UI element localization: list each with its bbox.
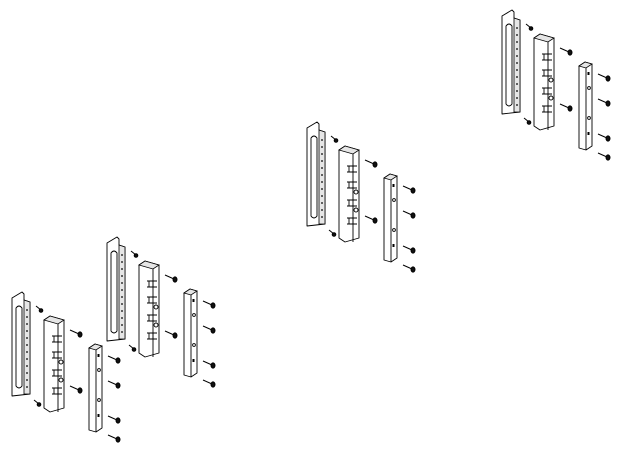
spacer-block bbox=[43, 315, 65, 413]
screw bbox=[525, 23, 534, 31]
screw bbox=[164, 274, 178, 283]
screw bbox=[128, 344, 137, 352]
screw bbox=[107, 434, 121, 443]
spacer-block bbox=[533, 33, 555, 131]
bracket-kit bbox=[501, 9, 611, 161]
screw bbox=[559, 47, 573, 56]
spacer-block bbox=[138, 260, 160, 358]
mounting-strip bbox=[383, 173, 398, 263]
mounting-strip bbox=[88, 343, 103, 433]
screw bbox=[202, 360, 216, 369]
screw bbox=[402, 210, 416, 219]
screw bbox=[597, 133, 611, 142]
screw bbox=[35, 305, 44, 313]
screw bbox=[164, 330, 178, 339]
bracket-kit bbox=[11, 291, 121, 443]
bracket-kit bbox=[306, 121, 416, 273]
screw bbox=[597, 152, 611, 161]
screw bbox=[202, 379, 216, 388]
screw bbox=[328, 229, 337, 237]
screw bbox=[523, 117, 532, 125]
screw bbox=[130, 250, 139, 258]
screw bbox=[202, 325, 216, 334]
rail-bracket bbox=[106, 236, 126, 342]
rail-bracket bbox=[306, 121, 326, 227]
mounting-strip bbox=[578, 61, 593, 151]
screw bbox=[402, 185, 416, 194]
screw bbox=[107, 415, 121, 424]
screw bbox=[33, 399, 42, 407]
rail-bracket bbox=[11, 291, 31, 397]
mounting-strip bbox=[183, 288, 198, 378]
screw bbox=[597, 73, 611, 82]
bracket-kit bbox=[106, 236, 216, 388]
screw bbox=[364, 215, 378, 224]
screw bbox=[597, 98, 611, 107]
screw bbox=[402, 245, 416, 254]
screw bbox=[330, 135, 339, 143]
screw bbox=[202, 300, 216, 309]
screw bbox=[107, 355, 121, 364]
rail-bracket bbox=[501, 9, 521, 115]
screw bbox=[107, 380, 121, 389]
screw bbox=[402, 264, 416, 273]
screw bbox=[69, 385, 83, 394]
screw bbox=[364, 159, 378, 168]
screw bbox=[559, 103, 573, 112]
spacer-block bbox=[338, 145, 360, 243]
screw bbox=[69, 329, 83, 338]
